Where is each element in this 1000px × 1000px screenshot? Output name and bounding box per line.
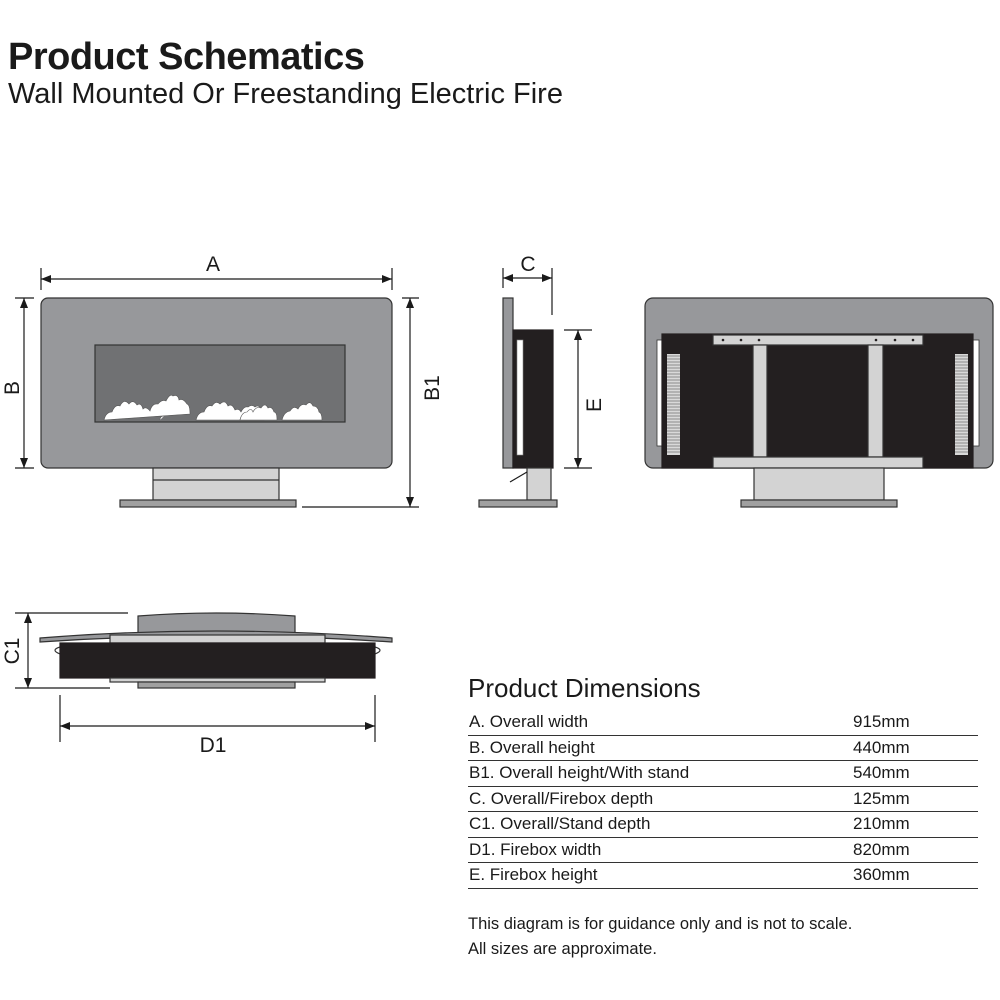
dim-label-b: B bbox=[1, 381, 24, 395]
row-label: C1. Overall/Stand depth bbox=[469, 814, 651, 833]
dim-label-a: A bbox=[206, 253, 220, 276]
product-dimensions-table: Product Dimensions A. Overall width 915mm… bbox=[468, 673, 978, 889]
front-view bbox=[15, 268, 419, 508]
dim-label-e: E bbox=[583, 398, 606, 412]
back-view bbox=[644, 297, 994, 508]
row-label: B. Overall height bbox=[469, 737, 595, 757]
dimensions-title: Product Dimensions bbox=[468, 673, 701, 703]
table-row: C. Overall/Firebox depth 125mm bbox=[468, 787, 978, 812]
row-label: A. Overall width bbox=[469, 712, 589, 731]
row-value: 915mm bbox=[853, 712, 910, 731]
note-line: All sizes are approximate. bbox=[468, 940, 657, 958]
page-title: Product Schematics bbox=[8, 36, 365, 78]
note-line: This diagram is for guidance only and is… bbox=[468, 915, 853, 933]
row-value: 125mm bbox=[853, 788, 910, 808]
row-label: D1. Firebox width bbox=[469, 839, 602, 859]
row-value: 440mm bbox=[853, 737, 910, 757]
dim-label-c: C bbox=[520, 253, 535, 276]
table-row: B. Overall height 440mm bbox=[468, 736, 978, 761]
row-value: 210mm bbox=[853, 814, 910, 833]
row-value: 540mm bbox=[853, 763, 910, 782]
row-label: B1. Overall height/With stand bbox=[469, 763, 690, 782]
side-view bbox=[478, 268, 592, 508]
table-row: B1. Overall height/With stand 540mm bbox=[468, 761, 978, 787]
row-label: E. Firebox height bbox=[469, 865, 598, 884]
dim-label-d1: D1 bbox=[200, 734, 227, 757]
table-row: E. Firebox height 360mm bbox=[468, 863, 978, 889]
top-view bbox=[15, 612, 393, 742]
row-value: 360mm bbox=[853, 865, 910, 884]
dim-label-c1: C1 bbox=[1, 638, 24, 665]
row-label: C. Overall/Firebox depth bbox=[469, 788, 654, 808]
table-row: C1. Overall/Stand depth 210mm bbox=[468, 812, 978, 838]
disclaimer-note: This diagram is for guidance only and is… bbox=[468, 912, 852, 962]
table-row: D1. Firebox width 820mm bbox=[468, 838, 978, 863]
dim-label-b1: B1 bbox=[421, 375, 444, 401]
table-row: A. Overall width 915mm bbox=[468, 710, 978, 736]
row-value: 820mm bbox=[853, 839, 910, 859]
page-subtitle: Wall Mounted Or Freestanding Electric Fi… bbox=[8, 78, 563, 110]
